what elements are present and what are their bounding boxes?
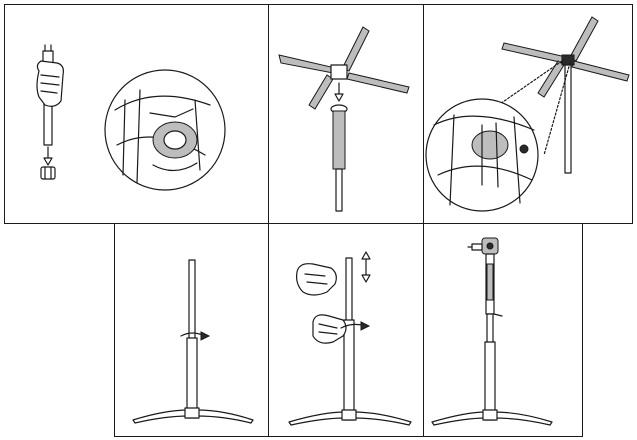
cross-base-icon [501,16,630,98]
pole-icon [564,64,572,174]
stand-icon [288,257,412,426]
step-3-panel [423,4,633,224]
hand-icon [312,314,347,344]
fan-head-icon [467,237,503,317]
updown-arrow-icon [361,251,371,283]
stand-icon [431,313,553,426]
rotate-arrow-icon [180,331,211,341]
magnified-detail-icon [425,98,539,212]
hand-icon [36,60,64,107]
nut-icon [40,166,56,180]
down-arrow-icon [334,82,344,102]
step-4-panel [114,223,269,437]
step-2-panel [268,4,424,224]
step-1-panel [4,4,269,224]
cross-base-icon [278,26,410,110]
step-5-panel [268,223,424,437]
rotate-arrow-icon [340,321,371,331]
pole-icon [330,104,348,212]
down-arrow-icon [43,146,53,166]
magnified-detail-icon [104,69,226,191]
step-6-panel [423,223,583,437]
hand-icon [296,263,337,296]
stand-icon [132,259,254,424]
